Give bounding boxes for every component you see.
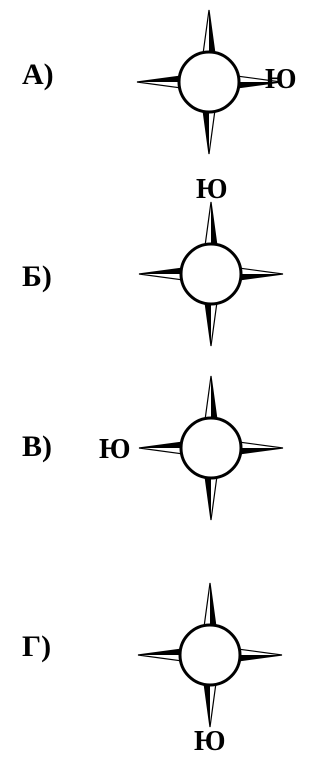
option-label-c: В) <box>22 430 52 463</box>
option-label-a: А) <box>22 58 54 91</box>
compass-rose <box>138 201 284 347</box>
compass-rose <box>136 9 282 155</box>
option-label-b: Б) <box>22 260 52 293</box>
compass-icon-c <box>138 375 284 521</box>
compass-rose <box>137 582 283 728</box>
compass-icon-a <box>136 9 282 155</box>
direction-label-c: Ю <box>99 434 131 465</box>
direction-label-d: Ю <box>194 726 226 757</box>
compass-icon-b <box>138 201 284 347</box>
compass-icon-d <box>137 582 283 728</box>
compass-rose <box>138 375 284 521</box>
direction-label-b: Ю <box>196 174 228 205</box>
direction-label-a: Ю <box>265 64 297 95</box>
option-label-d: Г) <box>22 630 52 663</box>
